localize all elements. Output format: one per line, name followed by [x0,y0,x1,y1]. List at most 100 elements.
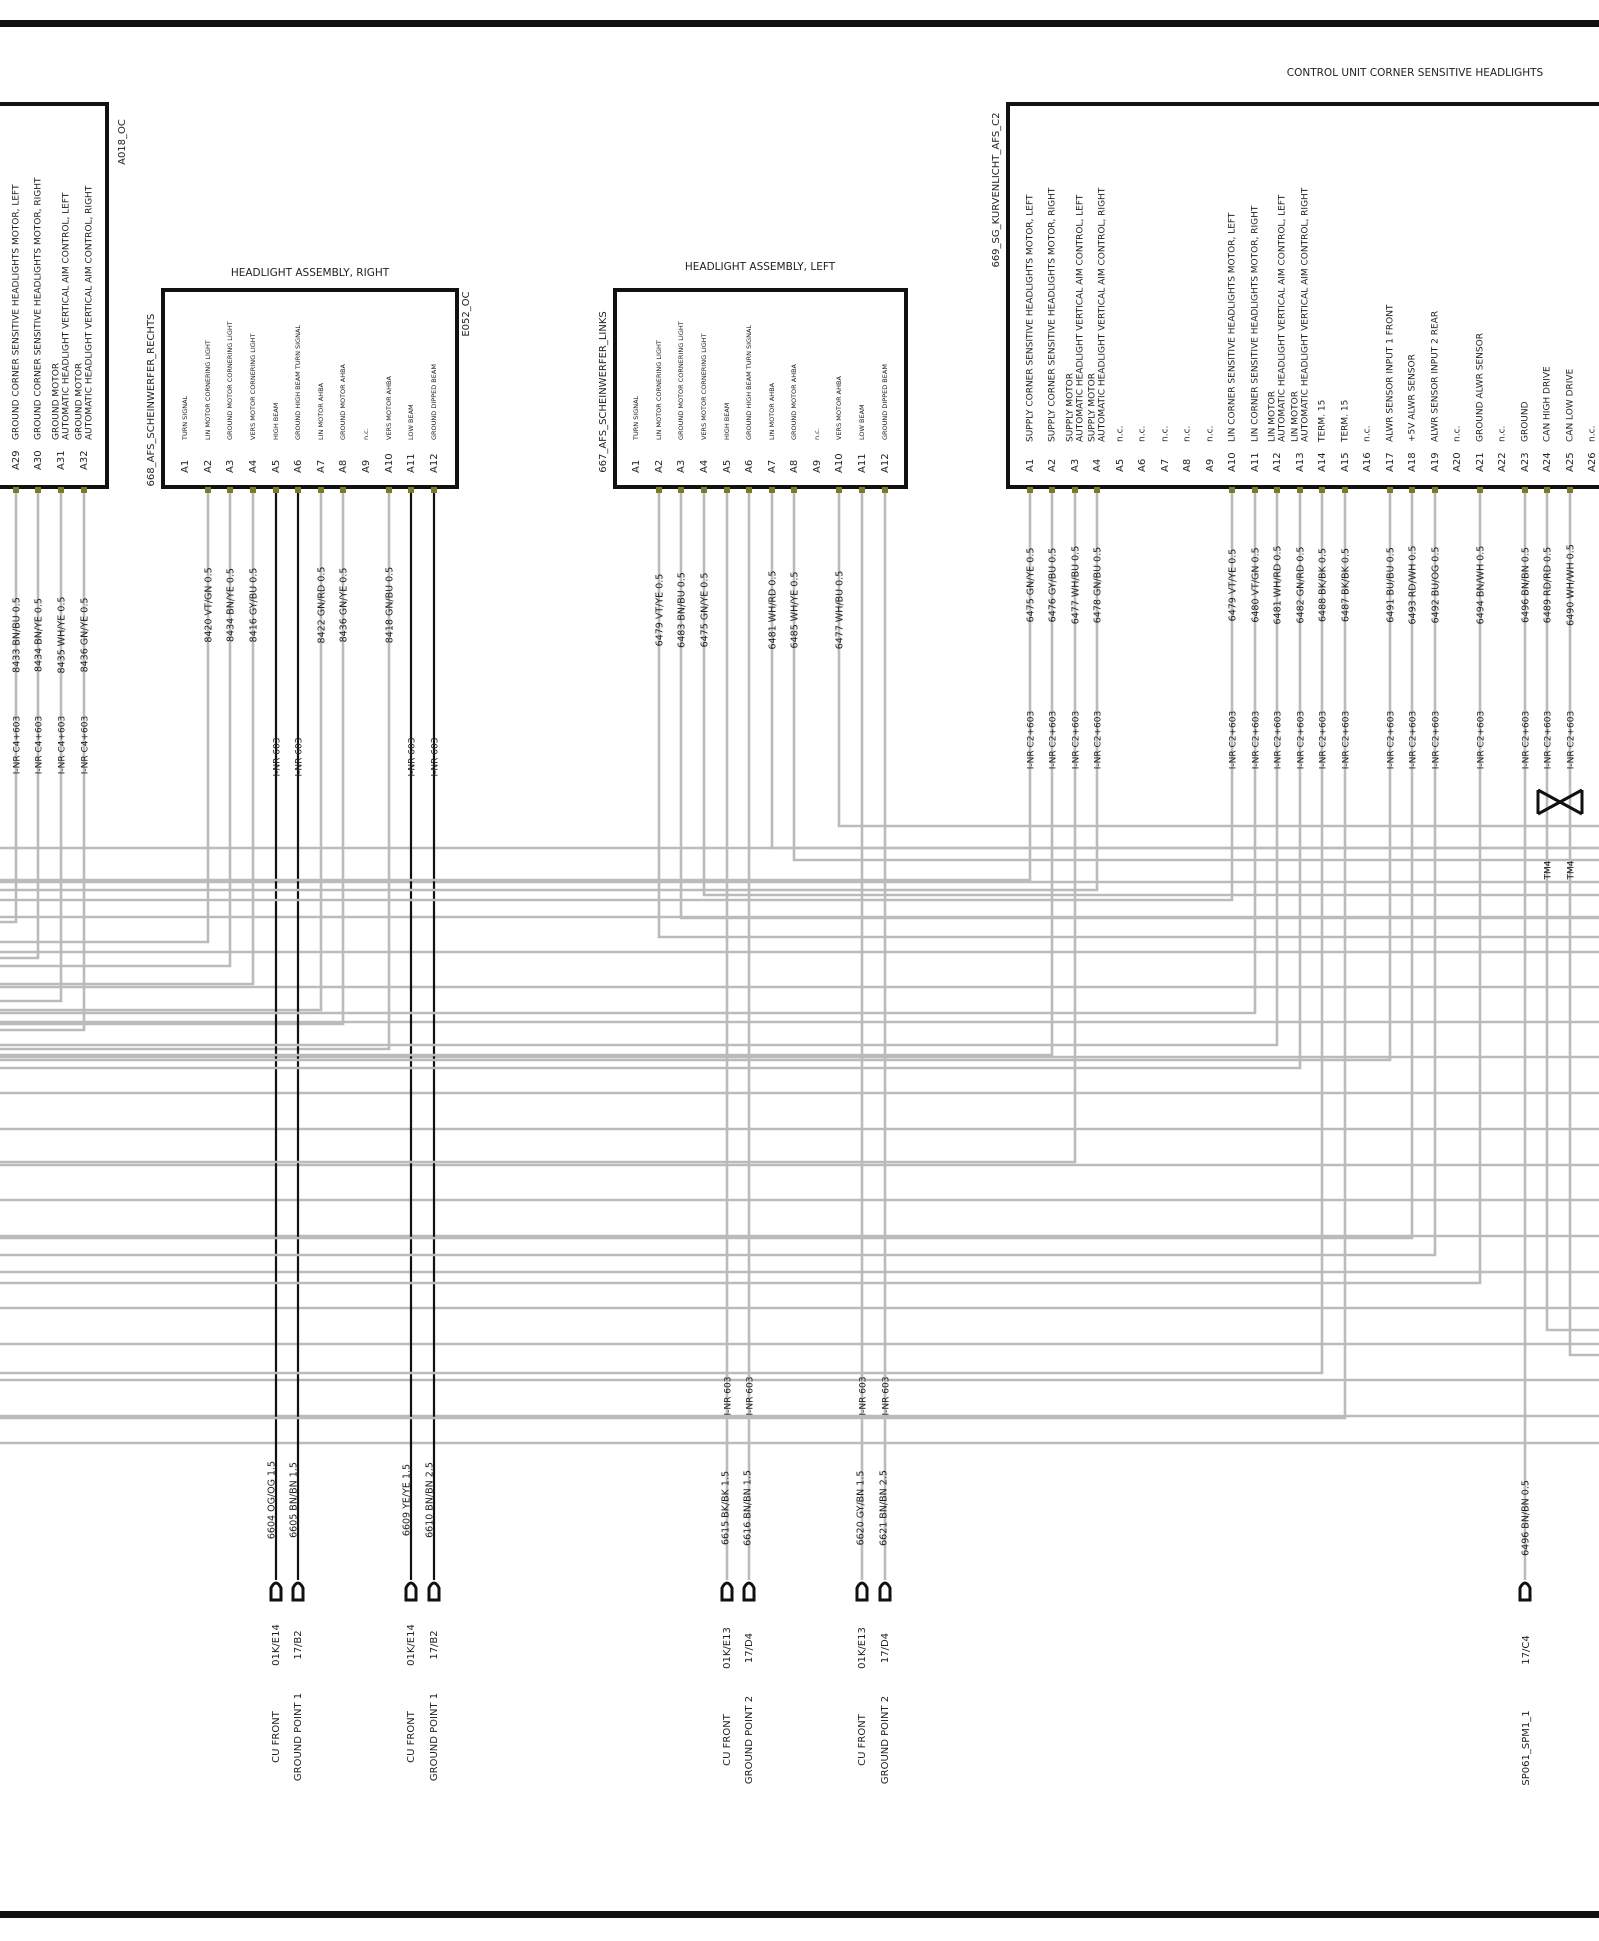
headlight-left-pin-fn: GROUND MOTOR CORNERING LIGHT [677,321,685,440]
wire-A2 [657,493,1599,939]
control-unit-pin-fn: +5V ALWR SENSOR [1408,354,1418,442]
headlight-left-pin-fn: LOW BEAM [858,404,866,440]
headlight-left-pin-fn: LIN MOTOR AHBA [768,382,776,440]
terminal [1522,487,1528,493]
splice-label: I-NR 603 [273,738,283,777]
wire-label: 6494 BN/WH 0.5 [1476,546,1487,625]
control-unit-pin-A26: A26 [1587,452,1598,472]
headlight-left-pin-A3: A3 [676,460,687,473]
terminal [656,487,662,493]
terminal [1409,487,1415,493]
wire-A10 [0,493,391,1051]
control-unit-pin-A22: A22 [1497,452,1508,472]
ground-wire-label: 6615 BK/BK 1.5 [721,1471,732,1545]
headlight-left-pin-A6: A6 [744,460,755,473]
headlight-right-connector-id: 668_AFS_SCHEINWERFER_RECHTS [146,314,157,487]
control-unit-pin-A16: A16 [1362,452,1373,472]
terminal [724,487,730,493]
control-unit-pin-fn: n.c. [1498,426,1508,442]
wire-label: 6485 WH/YE 0.5 [790,572,801,649]
ground-wire-label: 6616 BN/BN 1.5 [743,1470,754,1546]
ground-lug [720,1581,734,1602]
ground-name: GROUND POINT 1 [293,1693,304,1781]
wire-A14 [0,493,1324,1375]
headlight-left-pin-fn: n.c. [813,428,821,440]
terminal [859,487,865,493]
left-partial-pin-fn: GROUND MOTOR [75,363,85,440]
headlight-right-pin-A6: A6 [293,460,304,473]
left-partial-pin-A29: A29 [11,450,22,470]
splice-label: I-NR C2+603 [1342,711,1352,769]
terminal [250,487,256,493]
headlight-right-title: HEADLIGHT ASSEMBLY, RIGHT [231,267,390,279]
left-partial-pin-fn: AUTOMATIC HEADLIGHT VERTICAL AIM CONTROL… [62,192,72,440]
splice-label: I-NR C4+603 [35,716,45,774]
headlight-right-pin-A12: A12 [429,453,440,473]
wire-A25 [1568,493,1599,1357]
terminal [1252,487,1258,493]
ground-lug [855,1581,869,1602]
splice-label: I-NR C2+603 [1432,711,1442,769]
headlight-left-connector-id: 667_AFS_SCHEINWERFER_LINKS [598,311,609,473]
control-unit-pin-fn: ALWR SENSOR INPUT 1 FRONT [1386,304,1396,442]
control-unit-pin-A4: A4 [1092,459,1103,472]
control-unit-pin-A11: A11 [1250,452,1261,472]
wire-label: 8436 GN/YE 0.5 [80,598,91,673]
wire-A3 [0,493,232,968]
terminal [1027,487,1033,493]
splice-label: I-NR C4+603 [58,716,68,774]
terminal [273,487,279,493]
splice-label: I-NR C2+603 [1319,711,1329,769]
ground-ref: 01K/E13 [857,1627,868,1669]
splice-label: I-NR 603 [746,1377,756,1416]
wire-label: 6482 GN/RD 0.5 [1296,547,1307,624]
ground-ref: 01K/E14 [406,1624,417,1666]
terminal [13,487,19,493]
control-unit-pin-A8: A8 [1182,459,1193,472]
headlight-right-pin-fn: GROUND MOTOR AHBA [339,363,347,440]
terminal [701,487,707,493]
terminal [1544,487,1550,493]
ground-lug [427,1581,441,1602]
wire-label: 8433 BN/BU 0.5 [12,597,23,673]
control-unit-pin-fn: SUPPLY MOTOR [1066,373,1076,442]
splice-label: I-NR C2+603 [1027,711,1037,769]
control-unit-pin-A3: A3 [1070,459,1081,472]
wire-label: 6488 BK/BK 0.5 [1318,548,1329,622]
ground-name: CU FRONT [857,1713,868,1766]
control-unit-pin-A7: A7 [1160,459,1171,472]
terminal [227,487,233,493]
terminal [35,487,41,493]
headlight-left-pin-A4: A4 [699,460,710,473]
wire-label: 8422 GN/RD 0.5 [317,567,328,644]
wire-A32 [0,493,86,1032]
left-partial-pin-A30: A30 [33,450,44,470]
headlight-left-connector-box [613,288,908,489]
splice-label: I-NR C2+603 [1297,711,1307,769]
control-unit-pin-fn: CAN HIGH DRIVE [1543,366,1553,442]
wire-label: 6491 BU/BU 0.5 [1386,547,1397,622]
ground-name: CU FRONT [722,1713,733,1766]
splice-label: I-NR 603 [408,738,418,777]
splice-label: I-NR C2+603 [1567,711,1577,769]
control-unit-pin-A23: A23 [1520,452,1531,472]
terminal [1229,487,1235,493]
wire-layer [0,493,1599,1580]
wire-label: 6493 RD/WH 0.5 [1408,546,1419,625]
ground-wire-label: 6609 YE/YE 1.5 [402,1464,413,1536]
ground-name: SP061_SPM1_1 [1521,1710,1532,1785]
ground-ref: 17/D4 [880,1633,891,1663]
terminal [81,487,87,493]
wire-A2 [0,493,1054,1057]
wire-label: 8420 VT/GN 0.5 [204,567,215,642]
headlight-left-pin-fn: VERS MOTOR AHBA [835,376,843,440]
ground-lug [269,1581,283,1602]
control-unit-pin-fn: SUPPLY CORNER SENSITIVE HEADLIGHTS MOTOR… [1048,187,1058,442]
wire-A29 [0,493,18,924]
headlight-right-pin-A8: A8 [338,460,349,473]
control-unit-pin-fn: TERM. 15 [1341,400,1351,443]
ground-lug [878,1581,892,1602]
ground-lug [291,1581,305,1602]
splice-label: I-NR 603 [882,1377,892,1416]
